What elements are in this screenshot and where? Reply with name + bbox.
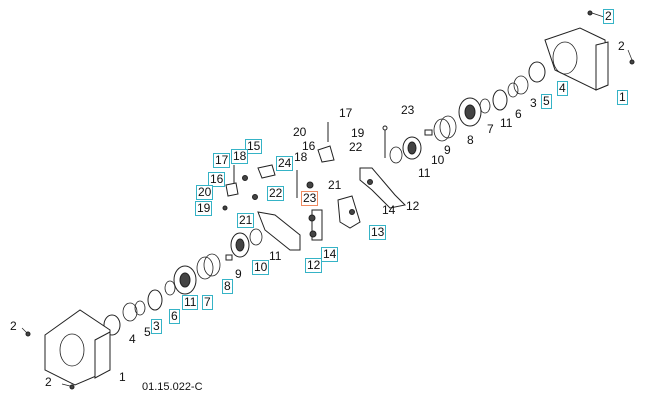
callout-label: 13	[369, 225, 387, 240]
callout-label: 12	[305, 258, 323, 273]
callout-label: 19	[351, 126, 365, 140]
callout-label: 18	[231, 149, 249, 164]
callout-label: 5	[144, 325, 151, 339]
callout-label: 15	[245, 139, 263, 154]
callout-label: 1	[119, 370, 126, 384]
callout-label: 16	[208, 172, 226, 187]
callout-label: 21	[237, 213, 255, 228]
callout-label: 5	[541, 94, 552, 109]
callout-label: 3	[151, 319, 162, 334]
callout-label: 18	[294, 150, 308, 164]
callout-label: 1	[617, 90, 628, 105]
left-housing	[44, 309, 111, 386]
middle-linkage	[257, 122, 407, 251]
callout-label: 4	[557, 81, 568, 96]
callout-label: 12	[406, 199, 420, 213]
callout-label: 2	[603, 9, 614, 24]
callout-label: 17	[339, 106, 353, 120]
callout-label: 7	[487, 122, 494, 136]
right-housing	[544, 27, 609, 91]
callout-label: 11	[182, 295, 199, 310]
screw-left	[21, 327, 31, 337]
callout-label: 7	[202, 295, 213, 310]
callout-label: 2	[618, 39, 625, 53]
right-gear-stack	[382, 61, 546, 164]
callout-label: 11	[500, 116, 513, 130]
callout-label: 6	[169, 309, 180, 324]
callout-label: 22	[267, 186, 285, 201]
callout-label: 20	[196, 185, 214, 200]
screw-left-bottom	[61, 383, 75, 390]
callout-label: 23	[401, 103, 415, 117]
callout-label: 2	[45, 375, 52, 389]
callout-label: 11	[418, 166, 431, 180]
callout-label: 3	[530, 96, 537, 110]
callout-label: 8	[467, 133, 474, 147]
callout-label: 24	[276, 156, 294, 171]
callout-label: 10	[431, 153, 445, 167]
callout-label: 14	[382, 203, 396, 217]
callout-label: 22	[349, 140, 363, 154]
left-gear-stack	[103, 228, 263, 336]
callout-label: 14	[321, 247, 339, 262]
callout-label: 21	[328, 178, 342, 192]
callout-label: 11	[269, 249, 282, 263]
drawing-code: 01.15.022-C	[142, 381, 203, 393]
callout-label: 2	[10, 319, 17, 333]
callout-label: 17	[213, 153, 231, 168]
callout-label: 6	[515, 107, 522, 121]
callout-label: 20	[293, 125, 307, 139]
screw-right-top	[587, 10, 605, 18]
callout-label: 8	[222, 279, 233, 294]
callout-label: 19	[195, 201, 213, 216]
callout-label: 23	[301, 191, 319, 206]
callout-label: 9	[235, 267, 242, 281]
callout-label: 4	[129, 332, 136, 346]
callout-label: 10	[252, 260, 270, 275]
callout-label: 9	[444, 143, 451, 157]
callout-label: 16	[302, 139, 316, 153]
screw-right	[627, 49, 635, 65]
left-small-parts	[222, 164, 276, 211]
